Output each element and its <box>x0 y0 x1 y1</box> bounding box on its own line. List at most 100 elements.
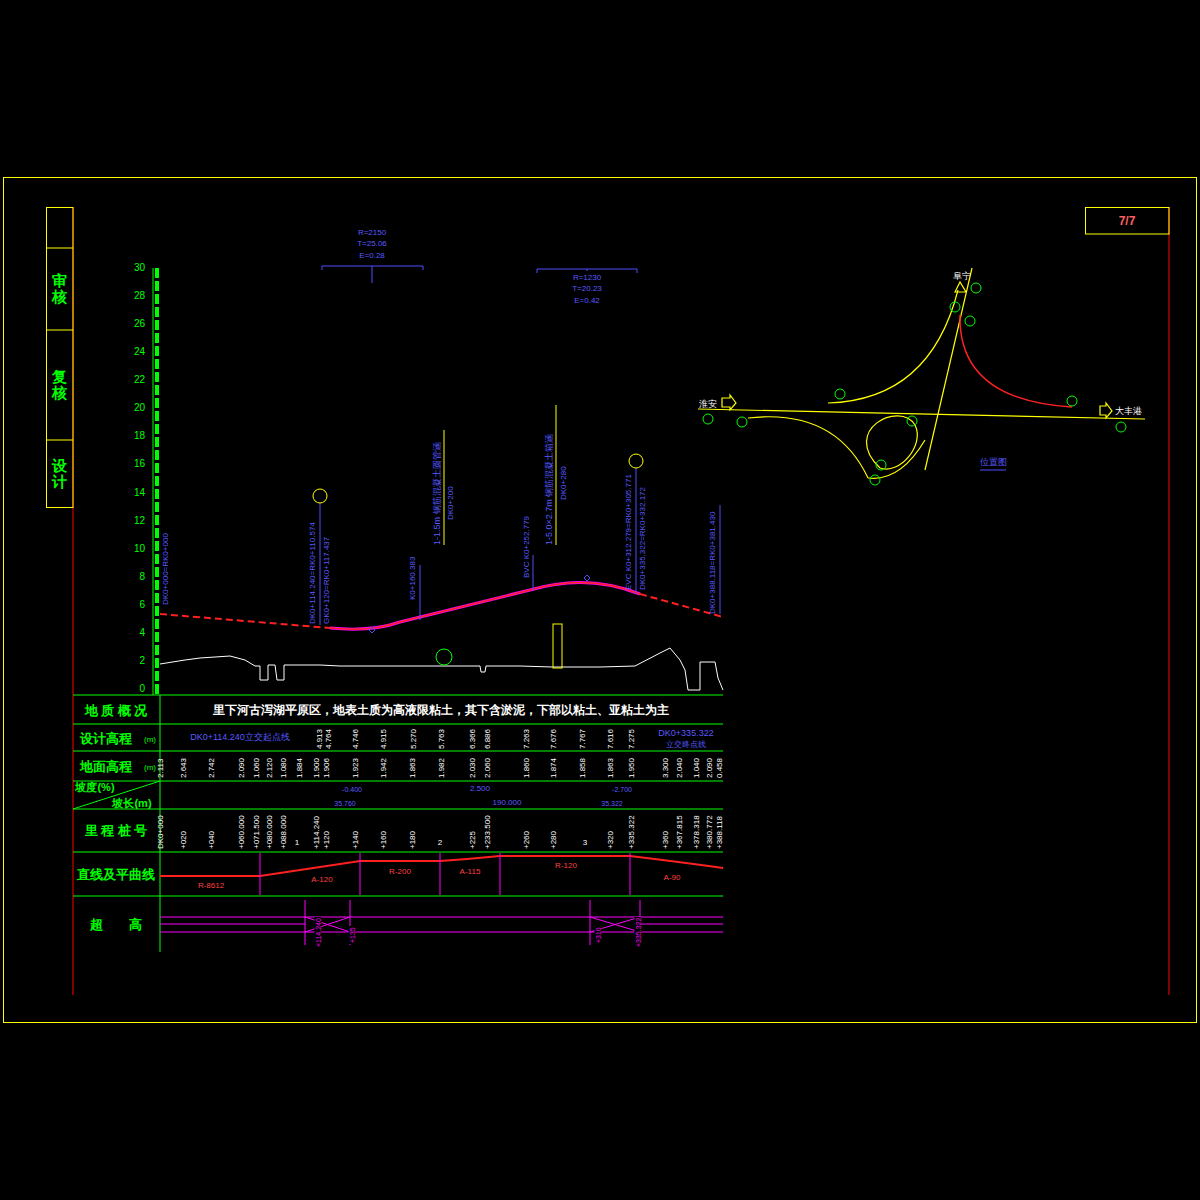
drawing-label: +160 <box>380 831 388 849</box>
drawing-label: 26 <box>134 319 145 329</box>
drawing-label: E=0.28 <box>359 252 385 260</box>
drawing-label: T=25.06 <box>357 240 387 248</box>
drawing-label: 1.950 <box>628 758 636 778</box>
drawing-label: DK0+335.322=RK0+332.172 <box>639 487 647 590</box>
drawing-label: 4.915 <box>380 729 388 749</box>
drawing-label: 18 <box>134 431 145 441</box>
drawing-label: +360 <box>662 831 670 849</box>
drawing-label: (m) <box>144 736 156 744</box>
drawing-label: 4.913 <box>316 729 324 749</box>
drawing-label: 1.884 <box>296 758 304 778</box>
drawing-label: 1.060 <box>253 758 261 778</box>
drawing-label: 1.982 <box>438 758 446 778</box>
drawing-label: R=2150 <box>358 229 386 237</box>
drawing-label: +114.240 <box>315 917 322 948</box>
drawing-label: GK0+120=RK0+117.437 <box>323 537 331 624</box>
drawing-label: 2.643 <box>180 758 188 778</box>
drawing-label: 28 <box>134 291 145 301</box>
drawing-label: -0.400 <box>342 786 362 793</box>
drawing-label: 1.874 <box>550 758 558 778</box>
drawing-label: R=1230 <box>573 274 601 282</box>
drawing-label: 0.458 <box>716 758 724 778</box>
drawing-label: 位置图 <box>980 458 1007 467</box>
drawing-label: R-8612 <box>198 882 224 890</box>
drawing-label: 7.616 <box>607 729 615 749</box>
drawing-label: 地 质 概 况 <box>85 704 148 717</box>
drawing-label: +140 <box>352 831 360 849</box>
drawing-label: 6 <box>139 600 145 610</box>
drawing-label: -2.700 <box>612 786 632 793</box>
drawing-label: 4.764 <box>325 729 333 749</box>
drawing-label: 7.767 <box>579 729 587 749</box>
drawing-label: +388.118 <box>716 816 724 849</box>
drawing-label: 6.886 <box>484 729 492 749</box>
drawing-label: 1 <box>295 839 299 847</box>
drawing-label: 超 高 <box>90 918 142 931</box>
drawing-label: 1.080 <box>280 758 288 778</box>
drawing-label: +088.000 <box>280 815 288 849</box>
drawing-label: +280 <box>550 831 558 849</box>
drawing-label: 1.900 <box>313 758 321 778</box>
drawing-label: +335.322 <box>635 917 642 948</box>
sign-cell: 复核 <box>46 330 73 440</box>
drawing-label: A-90 <box>664 874 681 882</box>
sign-cell: 设计 <box>46 440 73 508</box>
drawing-label: R-200 <box>389 868 411 876</box>
drawing-label: 2.040 <box>676 758 684 778</box>
drawing-label: +060.000 <box>238 815 246 849</box>
drawing-label: 1.858 <box>579 758 587 778</box>
drawing-label: +225 <box>469 831 477 849</box>
drawing-label: 1.863 <box>607 758 615 778</box>
drawing-label: 2.742 <box>208 758 216 778</box>
drawing-label: A-115 <box>460 868 481 876</box>
drawing-label: 2.090 <box>706 758 714 778</box>
node-text: 复核 <box>52 369 67 402</box>
drawing-label: 1-1.5m 钢筋混凝土圆管涵 <box>433 442 442 545</box>
drawing-label: 地面高程 <box>80 760 132 773</box>
drawing-label: DK0+114.240=RK0+110.574 <box>309 522 317 624</box>
drawing-label: K0+160.383 <box>409 557 417 600</box>
drawing-label: 20 <box>134 403 145 413</box>
sign-cell: 审核 <box>46 248 73 330</box>
drawing-label: 阜宁 <box>953 272 971 281</box>
drawing-label: 7.676 <box>550 729 558 749</box>
drawing-label: DK0+280 <box>560 466 568 500</box>
drawing-label: 2.500 <box>470 785 490 793</box>
drawing-label: 3.300 <box>662 758 670 778</box>
drawing-label: +335.322 <box>628 815 636 849</box>
drawing-label: +071.500 <box>253 815 261 849</box>
drawing-label: DK0+114.240立交起点线 <box>190 733 290 742</box>
drawing-label: BVC K0+252.779 <box>523 516 531 578</box>
drawing-label: A-120 <box>311 876 332 884</box>
node-text: 设计 <box>52 458 67 491</box>
sheet-number-box: 7/7 <box>1085 207 1169 234</box>
drawing-label: 2.113 <box>157 759 165 778</box>
drawing-label: EVC K0+312.279=RK0+305.771 <box>625 474 633 590</box>
drawing-label: 1.860 <box>523 758 531 778</box>
drawing-label: T=20.23 <box>572 285 602 293</box>
drawing-label: 2 <box>139 656 145 666</box>
drawing-label: 2.090 <box>238 758 246 778</box>
drawing-label: +380.772 <box>706 815 714 849</box>
drawing-label: DK0+000 <box>157 815 165 849</box>
drawing-label: +020 <box>180 831 188 849</box>
drawing-label: 4 <box>139 628 145 638</box>
drawing-label: 里下河古泻湖平原区，地表土质为高液限粘土，其下含淤泥，下部以粘土、亚粘土为主 <box>213 704 669 716</box>
drawing-label: R-120 <box>555 862 577 870</box>
node-text: 7/7 <box>1119 214 1136 228</box>
drawing-label: +120 <box>323 831 331 849</box>
drawing-label: DK0+335.322 <box>658 729 713 738</box>
drawing-label: 12 <box>134 516 145 526</box>
drawing-label: 大丰港 <box>1115 407 1142 416</box>
drawing-label: 5.270 <box>410 729 418 749</box>
drawing-label: 0 <box>139 684 145 694</box>
drawing-label: 坡长(m) <box>112 798 151 809</box>
drawing-label: E=0.42 <box>574 297 600 305</box>
drawing-label: 1-5.0×2.7m 钢筋混凝土箱涵 <box>545 434 554 545</box>
drawing-label: 2.120 <box>266 758 274 778</box>
drawing-label: 10 <box>134 544 145 554</box>
drawing-label: 16 <box>134 459 145 469</box>
drawing-label: 190.000 <box>493 799 522 807</box>
drawing-label: 坡度(%) <box>75 782 114 793</box>
drawing-label: 6.366 <box>469 729 477 749</box>
